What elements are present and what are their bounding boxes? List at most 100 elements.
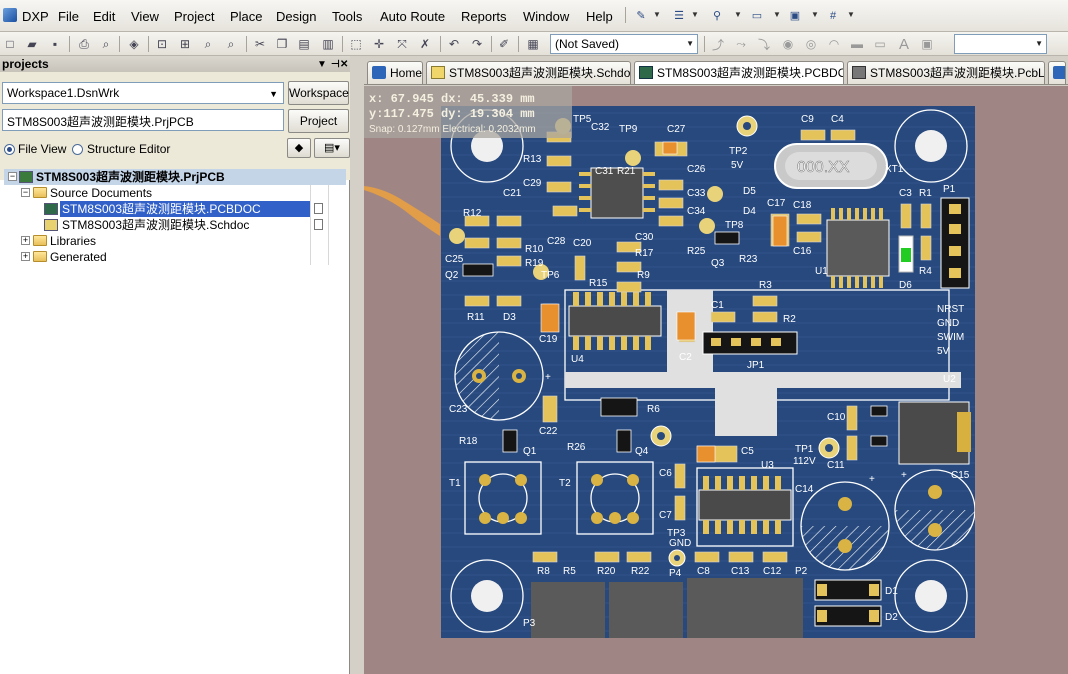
diff-pair-route-icon[interactable]: ⤳ — [736, 36, 746, 51]
pcb-board[interactable]: 000.XX — [441, 106, 976, 638]
workspace-button[interactable]: Workspace — [288, 81, 349, 105]
pin-icon[interactable]: ⊣ — [331, 59, 340, 70]
dxp-logo-icon[interactable] — [3, 8, 17, 22]
zoom-area-icon[interactable]: ⊞ — [179, 37, 191, 51]
place-string-icon[interactable]: A — [898, 35, 909, 53]
label-u1: U1 — [815, 266, 828, 277]
rubber-stamp-icon[interactable]: ▥ — [322, 37, 334, 51]
tree-row-generated[interactable]: + Generated — [4, 249, 346, 265]
tree-row-schdoc[interactable]: STM8S003超声波测距模块.Schdoc — [4, 217, 346, 233]
collapse-icon[interactable]: − — [21, 187, 30, 197]
panel-title-text: projects — [2, 57, 49, 71]
variant-combo[interactable]: (Not Saved) ▼ — [550, 34, 698, 54]
place-polygon-icon[interactable]: ▭ — [874, 37, 886, 51]
label-r15: R15 — [589, 278, 608, 289]
workspace-combo[interactable]: Workspace1.DsnWrk ▼ — [2, 82, 284, 104]
menu-place[interactable]: Place — [230, 9, 263, 24]
document-menu-icon[interactable]: ▤▾ — [314, 138, 350, 158]
tree-row-project[interactable]: − STM8S003超声波测距模块.PrjPCB — [4, 169, 346, 185]
file-view-radio[interactable] — [4, 144, 15, 155]
tab-pcbdoc[interactable]: STM8S003超声波测距模块.PCBDOC — [634, 61, 844, 84]
menu-dxp[interactable]: DXP — [22, 9, 49, 24]
room-tool-icon[interactable]: ▣ — [789, 10, 801, 22]
zoom-selected-icon[interactable]: ⌕ — [204, 36, 212, 51]
redo-icon[interactable]: ↷ — [471, 37, 483, 51]
place-via-icon[interactable]: ◎ — [805, 37, 817, 51]
place-arc-icon[interactable]: ◠ — [828, 37, 840, 51]
tab-overflow-icon — [1053, 66, 1065, 79]
menu-window[interactable]: Window — [523, 9, 570, 24]
label-c9: C9 — [801, 114, 814, 125]
select-area-icon[interactable]: ⬚ — [350, 37, 362, 51]
new-file-icon[interactable]: □ — [6, 37, 14, 51]
open-folder-icon[interactable]: ▰ — [27, 37, 37, 51]
expand-icon[interactable]: + — [21, 235, 30, 245]
menu-auto-route[interactable]: Auto Route — [380, 9, 446, 24]
menu-project[interactable]: Project — [174, 9, 215, 24]
print-preview-icon[interactable]: ⌕ — [102, 36, 110, 51]
project-field[interactable]: STM8S003超声波测距模块.PrjPCB — [2, 109, 284, 131]
place-component-icon[interactable]: ▣ — [921, 37, 933, 51]
clear-filter-icon[interactable]: ✗ — [419, 37, 431, 51]
coordinate-hud: x: 67.945 dx: 45.339 mm y:117.475 dy: 19… — [364, 86, 572, 138]
chevron-down-icon: ▼ — [1035, 39, 1043, 48]
tab-overflow[interactable] — [1048, 61, 1066, 84]
place-pad-icon[interactable]: ◉ — [782, 37, 794, 51]
copy-icon[interactable]: ❐ — [276, 37, 288, 51]
label-r19: R19 — [525, 258, 544, 269]
label-c18: C18 — [793, 200, 812, 211]
collapse-icon[interactable]: − — [8, 171, 17, 181]
label-c12: C12 — [763, 566, 782, 577]
pcb-editor-canvas[interactable]: 000.XX — [364, 86, 1068, 674]
label-c17: C17 — [767, 198, 786, 209]
tree-row-pcbdoc[interactable]: STM8S003超声波测距模块.PCBDOC — [4, 201, 346, 217]
menu-help[interactable]: Help — [586, 9, 613, 24]
tree-row-source-documents[interactable]: − Source Documents — [4, 185, 346, 201]
variant-combo-value: (Not Saved) — [555, 37, 620, 51]
tab-schdoc-label: STM8S003超声波测距模块.Schdoc — [449, 66, 631, 80]
align-tool-icon[interactable]: ☰ — [674, 10, 684, 22]
structure-editor-radio[interactable] — [72, 144, 83, 155]
cut-icon[interactable]: ✂ — [254, 37, 266, 51]
zoom-fit-icon[interactable]: ⊡ — [156, 37, 168, 51]
paste-icon[interactable]: ▤ — [298, 37, 310, 51]
panel-splitter[interactable] — [350, 56, 364, 674]
menu-edit[interactable]: Edit — [93, 9, 116, 24]
menu-design[interactable]: Design — [276, 9, 317, 24]
label-p1: P1 — [943, 184, 956, 195]
wiring-tool-icon[interactable]: ✎ — [636, 10, 646, 22]
place-fill-icon[interactable]: ▬ — [851, 37, 863, 51]
menu-view[interactable]: View — [131, 9, 159, 24]
label-d5: D5 — [743, 186, 756, 197]
cross-probe-icon[interactable]: ✐ — [498, 37, 510, 51]
menu-file[interactable]: File — [58, 9, 79, 24]
save-icon[interactable]: ▪ — [52, 37, 58, 51]
tab-schdoc[interactable]: STM8S003超声波测距模块.Schdoc — [426, 61, 631, 84]
expand-icon[interactable]: + — [21, 251, 30, 261]
tab-home[interactable]: Home — [367, 61, 423, 84]
pcb-drawing — [364, 186, 440, 236]
browse-component-icon[interactable]: ▦ — [527, 37, 539, 51]
pcb-project-icon — [19, 171, 33, 183]
tab-pcblib[interactable]: STM8S003超声波测距模块.PcbLib — [847, 61, 1045, 84]
deselect-icon[interactable]: ⤧ — [397, 36, 407, 51]
zoom-filter-icon[interactable]: ⌕ — [227, 36, 235, 51]
undo-icon[interactable]: ↶ — [448, 37, 460, 51]
panel-menu-icon[interactable]: ▼ — [317, 59, 327, 70]
find-tool-icon[interactable]: ⚲ — [712, 10, 722, 22]
menu-tools[interactable]: Tools — [332, 9, 363, 24]
move-icon[interactable]: ✛ — [373, 37, 385, 51]
filter-combo[interactable]: ▼ — [954, 34, 1047, 54]
multi-route-icon[interactable]: ⤵ — [757, 37, 770, 52]
interactive-route-icon[interactable]: ⤴ — [711, 37, 724, 52]
tree-row-libraries[interactable]: + Libraries — [4, 233, 346, 249]
ruler-tool-icon[interactable]: ▭ — [751, 10, 763, 22]
label-q4: Q4 — [635, 446, 649, 457]
project-button[interactable]: Project — [288, 109, 349, 133]
menu-reports[interactable]: Reports — [461, 9, 507, 24]
print-icon[interactable]: ⎙ — [79, 36, 89, 51]
layers-icon[interactable]: ◈ — [129, 37, 139, 51]
grid-tool-icon[interactable]: # — [829, 9, 837, 22]
project-options-icon[interactable]: ◆ — [287, 138, 311, 158]
close-icon[interactable]: ✕ — [340, 59, 349, 70]
